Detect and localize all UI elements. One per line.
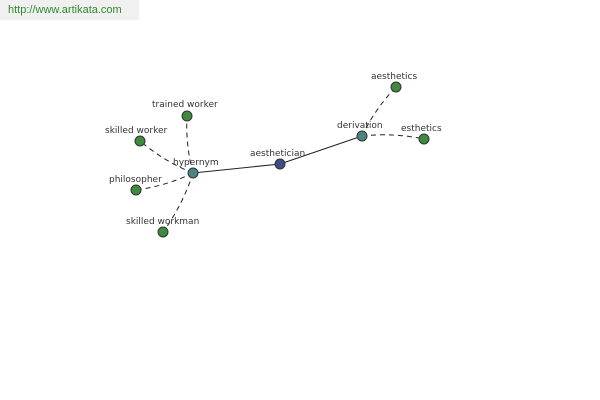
node-aesthetics[interactable]: aesthetics [371, 72, 417, 93]
edge-hypernym-skilled-worker [139, 140, 194, 174]
node-dot-derivation[interactable] [356, 130, 368, 142]
node-label-aesthetics[interactable]: aesthetics [371, 72, 417, 82]
node-aesthetician[interactable]: aesthetician [250, 149, 305, 170]
node-esthetics[interactable]: esthetics [401, 124, 442, 145]
edge-aesthetician-derivation [279, 135, 363, 165]
node-dot-trained-worker[interactable] [181, 110, 193, 122]
nodes-layer: aesthetician hypernym derivation trained wo… [105, 72, 442, 238]
node-dot-philosopher[interactable] [130, 184, 142, 196]
node-derivation[interactable]: derivation [337, 121, 383, 142]
node-label-philosopher[interactable]: philosopher [109, 175, 162, 185]
node-dot-aesthetician[interactable] [274, 158, 286, 170]
node-dot-esthetics[interactable] [418, 133, 430, 145]
node-dot-skilled-worker[interactable] [134, 135, 146, 147]
node-dot-aesthetics[interactable] [390, 81, 402, 93]
edge-derivation-esthetics [361, 134, 425, 140]
node-philosopher[interactable]: philosopher [109, 175, 162, 196]
node-label-skilled-workman[interactable]: skilled workman [126, 217, 199, 227]
node-label-skilled-worker[interactable]: skilled worker [105, 126, 168, 136]
node-dot-skilled-workman[interactable] [157, 226, 169, 238]
node-label-trained-worker[interactable]: trained worker [152, 100, 218, 110]
site-url[interactable]: http://www.artikata.com [0, 0, 139, 20]
node-hypernym[interactable]: hypernym [173, 158, 219, 179]
node-skilled-workman[interactable]: skilled workman [126, 217, 199, 238]
node-label-hypernym[interactable]: hypernym [173, 158, 219, 168]
edge-hypernym-aesthetician [192, 163, 281, 174]
node-label-derivation[interactable]: derivation [337, 121, 383, 131]
node-trained-worker[interactable]: trained worker [152, 100, 218, 122]
node-skilled-worker[interactable]: skilled worker [105, 126, 168, 147]
node-label-aesthetician[interactable]: aesthetician [250, 149, 305, 159]
node-label-esthetics[interactable]: esthetics [401, 124, 442, 134]
node-dot-hypernym[interactable] [187, 167, 199, 179]
